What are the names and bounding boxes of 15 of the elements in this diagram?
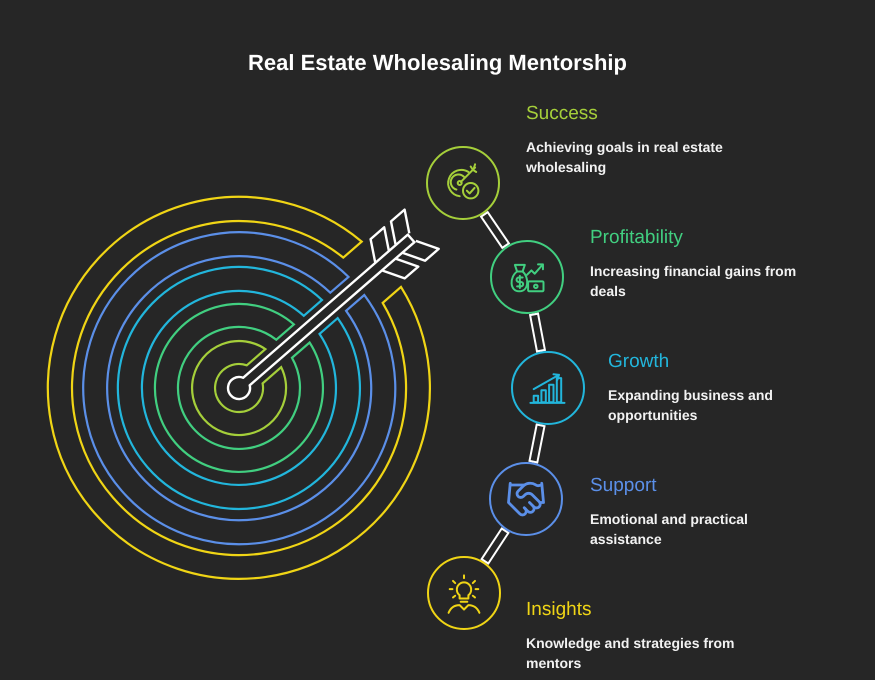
step-description: Achieving goals in real estate wholesaling (526, 138, 724, 177)
step-description: Knowledge and strategies from mentors (526, 634, 736, 673)
step-heading: Growth (608, 351, 670, 373)
step-heading: Profitability (590, 227, 683, 249)
step-description: Increasing financial gains from deals (590, 262, 798, 301)
step-description: Emotional and practical assistance (590, 510, 749, 549)
step-heading: Success (526, 103, 598, 125)
step-heading: Support (590, 475, 657, 497)
title: Real Estate Wholesaling Mentorship (248, 50, 627, 76)
double-line-connector (528, 312, 546, 353)
double-line-connector (480, 527, 510, 565)
step-description: Expanding business and opportunities (608, 386, 774, 425)
double-line-connector (480, 210, 510, 250)
double-line-connector (528, 423, 546, 464)
step-heading: Insights (526, 599, 592, 621)
